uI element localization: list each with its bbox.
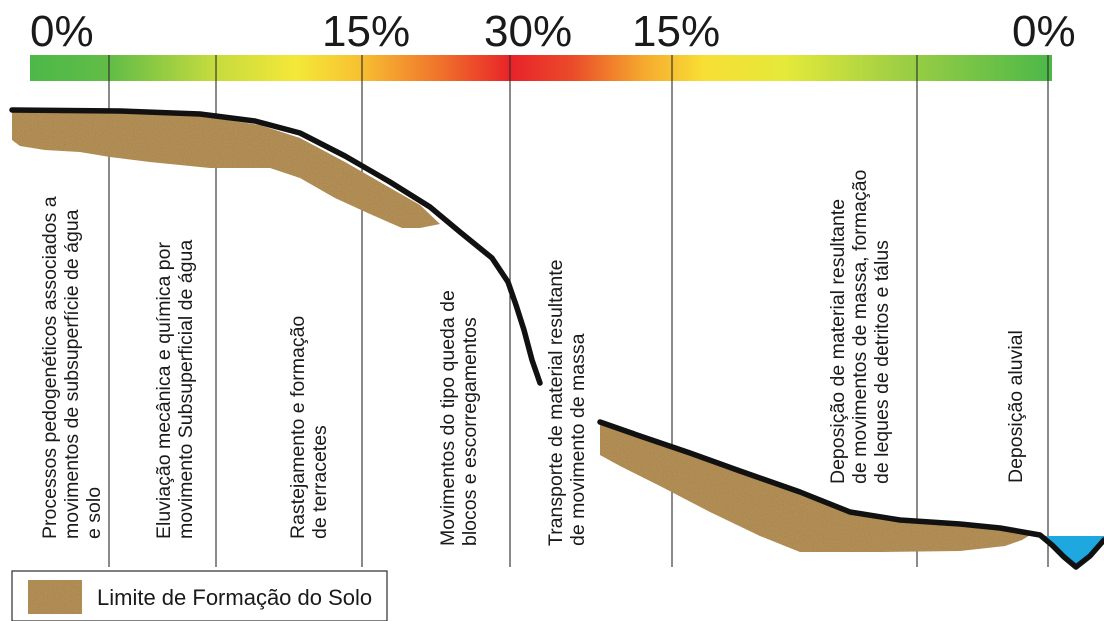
zone-label-deposition: Deposição de material resultante de movi… bbox=[827, 164, 893, 484]
slope-gradient-bar bbox=[30, 55, 1052, 81]
zone-label-falls: Movimentos do tipo queda de blocos e esc… bbox=[437, 285, 481, 546]
soil-layer-lower bbox=[600, 422, 1035, 552]
soil-layer-upper bbox=[12, 112, 440, 228]
zone-label-creep: Rastejamento e formação de terracetes bbox=[287, 310, 331, 539]
scale-label-right-0: 0% bbox=[1012, 7, 1076, 56]
scale-label-center-30: 30% bbox=[484, 7, 572, 56]
scale-label-left-15: 15% bbox=[322, 7, 410, 56]
ground-surface-upper bbox=[9, 107, 543, 386]
zone-label-eluviation: Eluviação mecânica e química por movimen… bbox=[153, 237, 197, 539]
scale-label-right-15: 15% bbox=[632, 7, 720, 56]
zone-labels: Processos pedogenéticos associados a mov… bbox=[39, 164, 1027, 546]
scale-label-left-0: 0% bbox=[30, 7, 94, 56]
zone-label-pedogenetic: Processos pedogenéticos associados a mov… bbox=[39, 191, 105, 539]
legend-soil-swatch bbox=[28, 580, 82, 614]
water-body bbox=[1040, 536, 1104, 567]
legend-label: Limite de Formação do Solo bbox=[97, 585, 372, 610]
slope-scale-labels: 0% 15% 30% 15% 0% bbox=[30, 7, 1076, 56]
zone-label-transport: Transporte de material resultante de mov… bbox=[545, 254, 589, 546]
zone-label-alluvial: Deposição aluvial bbox=[1005, 330, 1027, 483]
legend: Limite de Formação do Solo bbox=[11, 570, 388, 621]
ground-surface-lower bbox=[597, 419, 1104, 570]
